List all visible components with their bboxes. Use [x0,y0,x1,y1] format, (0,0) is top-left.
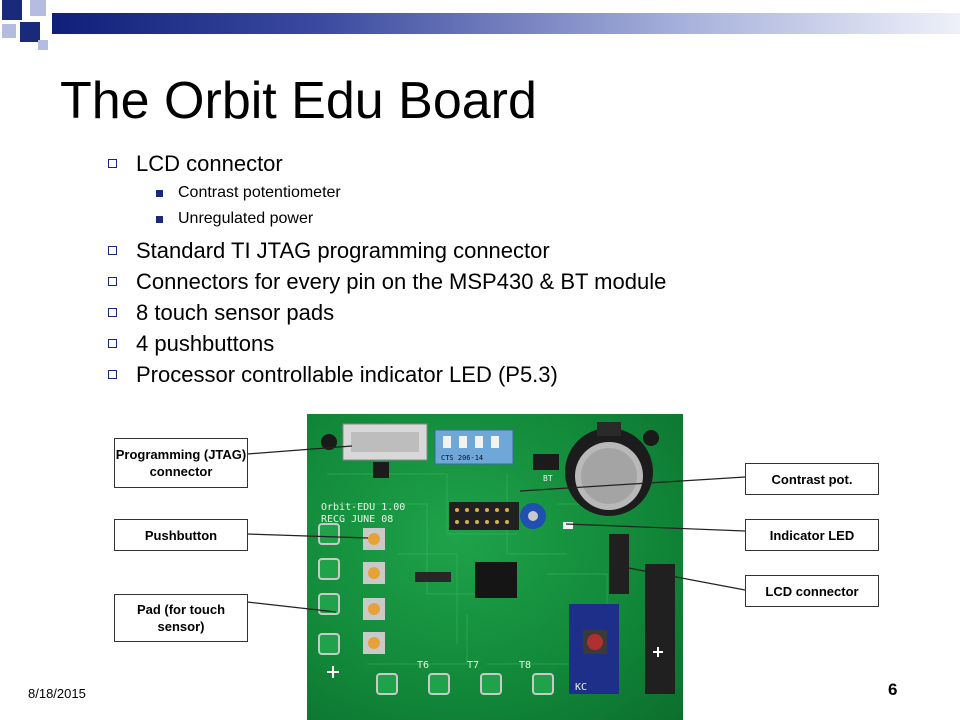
slide-title: The Orbit Edu Board [60,72,537,130]
callout-programming-connector: Programming (JTAG) connector [114,438,248,488]
bullet-item: 4 pushbuttons [106,330,666,361]
bullet-item: Standard TI JTAG programming connector [106,237,666,268]
board-silk-kc: KC [575,682,588,693]
corner-decoration-square [20,22,40,42]
board-silk-cts: CTS 206-14 [441,454,484,462]
sub-bullet-text: Unregulated power [178,210,314,227]
board-silk-t6: T6 [417,660,430,671]
sub-bullet-item: Contrast potentiometer [106,181,666,207]
bullet-item: Connectors for every pin on the MSP430 &… [106,268,666,299]
corner-decoration-square [2,24,16,38]
board-silk-t8: T8 [519,660,532,671]
bullet-text: LCD connector [136,151,283,176]
bullet-item: Processor controllable indicator LED (P5… [106,361,666,392]
board-silk-name: Orbit-EDU 1.00 [321,502,406,513]
bullet-item: LCD connector [106,150,666,181]
corner-decoration-square [38,40,48,50]
bullet-text: Processor controllable indicator LED (P5… [136,362,558,387]
bullet-text: Connectors for every pin on the MSP430 &… [136,269,667,294]
bullet-list: LCD connector Contrast potentiometer Unr… [106,150,666,392]
corner-decoration-square [30,0,46,16]
hollow-square-bullet-icon [108,159,117,168]
footer-date: 8/18/2015 [28,686,86,701]
bullet-text: 8 touch sensor pads [136,300,335,325]
hollow-square-bullet-icon [108,277,117,286]
corner-decoration-square [2,0,22,20]
callout-lcd-connector: LCD connector [745,575,879,607]
callout-indicator-led: Indicator LED [745,519,879,551]
filled-square-bullet-icon [156,216,163,223]
page-number: 6 [888,680,898,699]
hollow-square-bullet-icon [108,339,117,348]
hollow-square-bullet-icon [108,246,117,255]
board-silk-revision: RECG JUNE 08 [321,514,394,525]
filled-square-bullet-icon [156,190,163,197]
sub-bullet-text: Contrast potentiometer [178,184,341,201]
sub-bullet-item: Unregulated power [106,207,666,233]
hollow-square-bullet-icon [108,370,117,379]
board-drawing [318,422,675,695]
bullet-item: 8 touch sensor pads [106,299,666,330]
bullet-text: 4 pushbuttons [136,331,275,356]
board-silk-t7: T7 [467,660,480,671]
callout-contrast-pot: Contrast pot. [745,463,879,495]
callout-touch-pad: Pad (for touch sensor) [114,594,248,642]
callout-pushbutton: Pushbutton [114,519,248,551]
hollow-square-bullet-icon [108,308,117,317]
header-gradient-bar [52,13,960,34]
board-silk-bt: BT [543,474,553,483]
bullet-text: Standard TI JTAG programming connector [136,238,550,263]
orbit-edu-board-photo: Orbit-EDU 1.00 RECG JUNE 08 T6 T7 T8 KC … [307,414,683,720]
